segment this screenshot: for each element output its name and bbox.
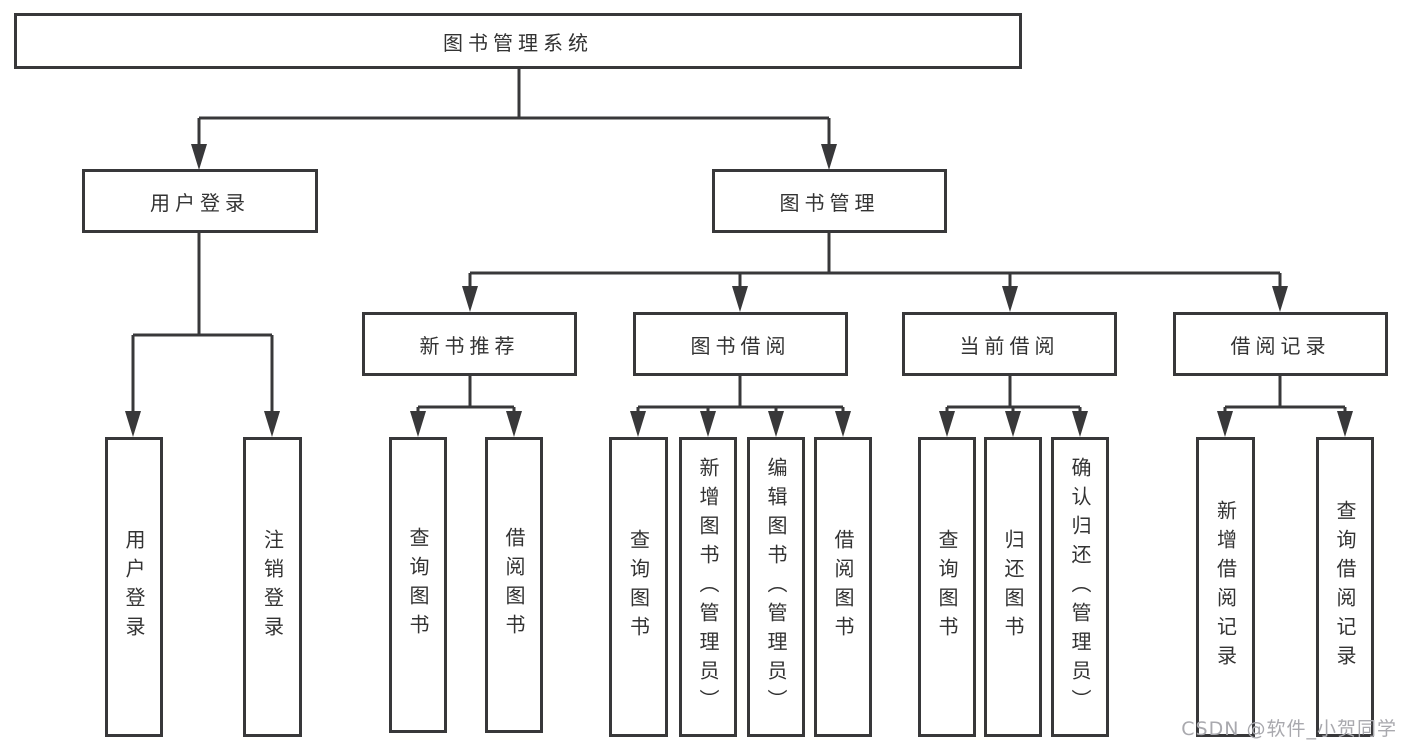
- node-leaf-add-books-admin-label: 新增图书（管理员）: [696, 456, 720, 718]
- node-leaf-edit-books-admin: 编辑图书（管理员）: [747, 437, 805, 737]
- node-leaf-user-login-label: 用户登录: [122, 529, 146, 645]
- node-leaf-borrow-books-recommend-label: 借阅图书: [502, 527, 526, 643]
- node-leaf-confirm-return-admin-label: 确认归还（管理员）: [1068, 456, 1092, 718]
- node-library-system-label: 图书管理系统: [443, 30, 593, 55]
- node-leaf-user-login: 用户登录: [105, 437, 163, 737]
- node-leaf-query-borrow-record-label: 查询借阅记录: [1333, 500, 1357, 674]
- node-leaf-query-books-recommend: 查询图书: [389, 437, 447, 733]
- arrow-heads: [125, 144, 1353, 437]
- node-current-borrowing: 当前借阅: [902, 312, 1117, 376]
- node-leaf-confirm-return-admin: 确认归还（管理员）: [1051, 437, 1109, 737]
- node-leaf-query-borrow-record: 查询借阅记录: [1316, 437, 1374, 737]
- node-leaf-add-borrow-record-label: 新增借阅记录: [1213, 500, 1238, 674]
- node-leaf-add-borrow-record: 新增借阅记录: [1196, 437, 1255, 737]
- node-new-book-recommend: 新书推荐: [362, 312, 577, 376]
- node-current-borrowing-label: 当前借阅: [959, 333, 1060, 358]
- node-library-system: 图书管理系统: [14, 13, 1022, 69]
- node-borrowing-records-label: 借阅记录: [1230, 333, 1331, 358]
- node-leaf-add-books-admin: 新增图书（管理员）: [679, 437, 737, 737]
- node-book-management: 图书管理: [712, 169, 947, 233]
- node-leaf-logout: 注销登录: [243, 437, 302, 737]
- node-leaf-query-books-current: 查询图书: [918, 437, 976, 737]
- csdn-watermark: CSDN @软件_小贺同学: [1181, 718, 1397, 740]
- node-book-management-label: 图书管理: [779, 190, 880, 215]
- node-leaf-return-books-label: 归还图书: [1001, 529, 1025, 645]
- node-borrowing-records: 借阅记录: [1173, 312, 1388, 376]
- node-leaf-edit-books-admin-label: 编辑图书（管理员）: [764, 456, 788, 718]
- node-user-login: 用户登录: [82, 169, 318, 233]
- node-leaf-query-books-current-label: 查询图书: [935, 529, 959, 645]
- node-leaf-query-books-recommend-label: 查询图书: [406, 527, 430, 643]
- node-user-login-label: 用户登录: [150, 190, 250, 215]
- node-leaf-borrow-books-recommend: 借阅图书: [485, 437, 543, 733]
- node-new-book-recommend-label: 新书推荐: [419, 333, 520, 358]
- node-book-borrowing-label: 图书借阅: [690, 333, 791, 358]
- node-leaf-borrow-books-label: 借阅图书: [831, 529, 855, 645]
- node-leaf-return-books: 归还图书: [984, 437, 1042, 737]
- node-leaf-query-books-borrow: 查询图书: [609, 437, 668, 737]
- node-leaf-logout-label: 注销登录: [260, 529, 285, 645]
- node-leaf-borrow-books: 借阅图书: [814, 437, 872, 737]
- node-book-borrowing: 图书借阅: [633, 312, 848, 376]
- node-leaf-query-books-borrow-label: 查询图书: [626, 529, 651, 645]
